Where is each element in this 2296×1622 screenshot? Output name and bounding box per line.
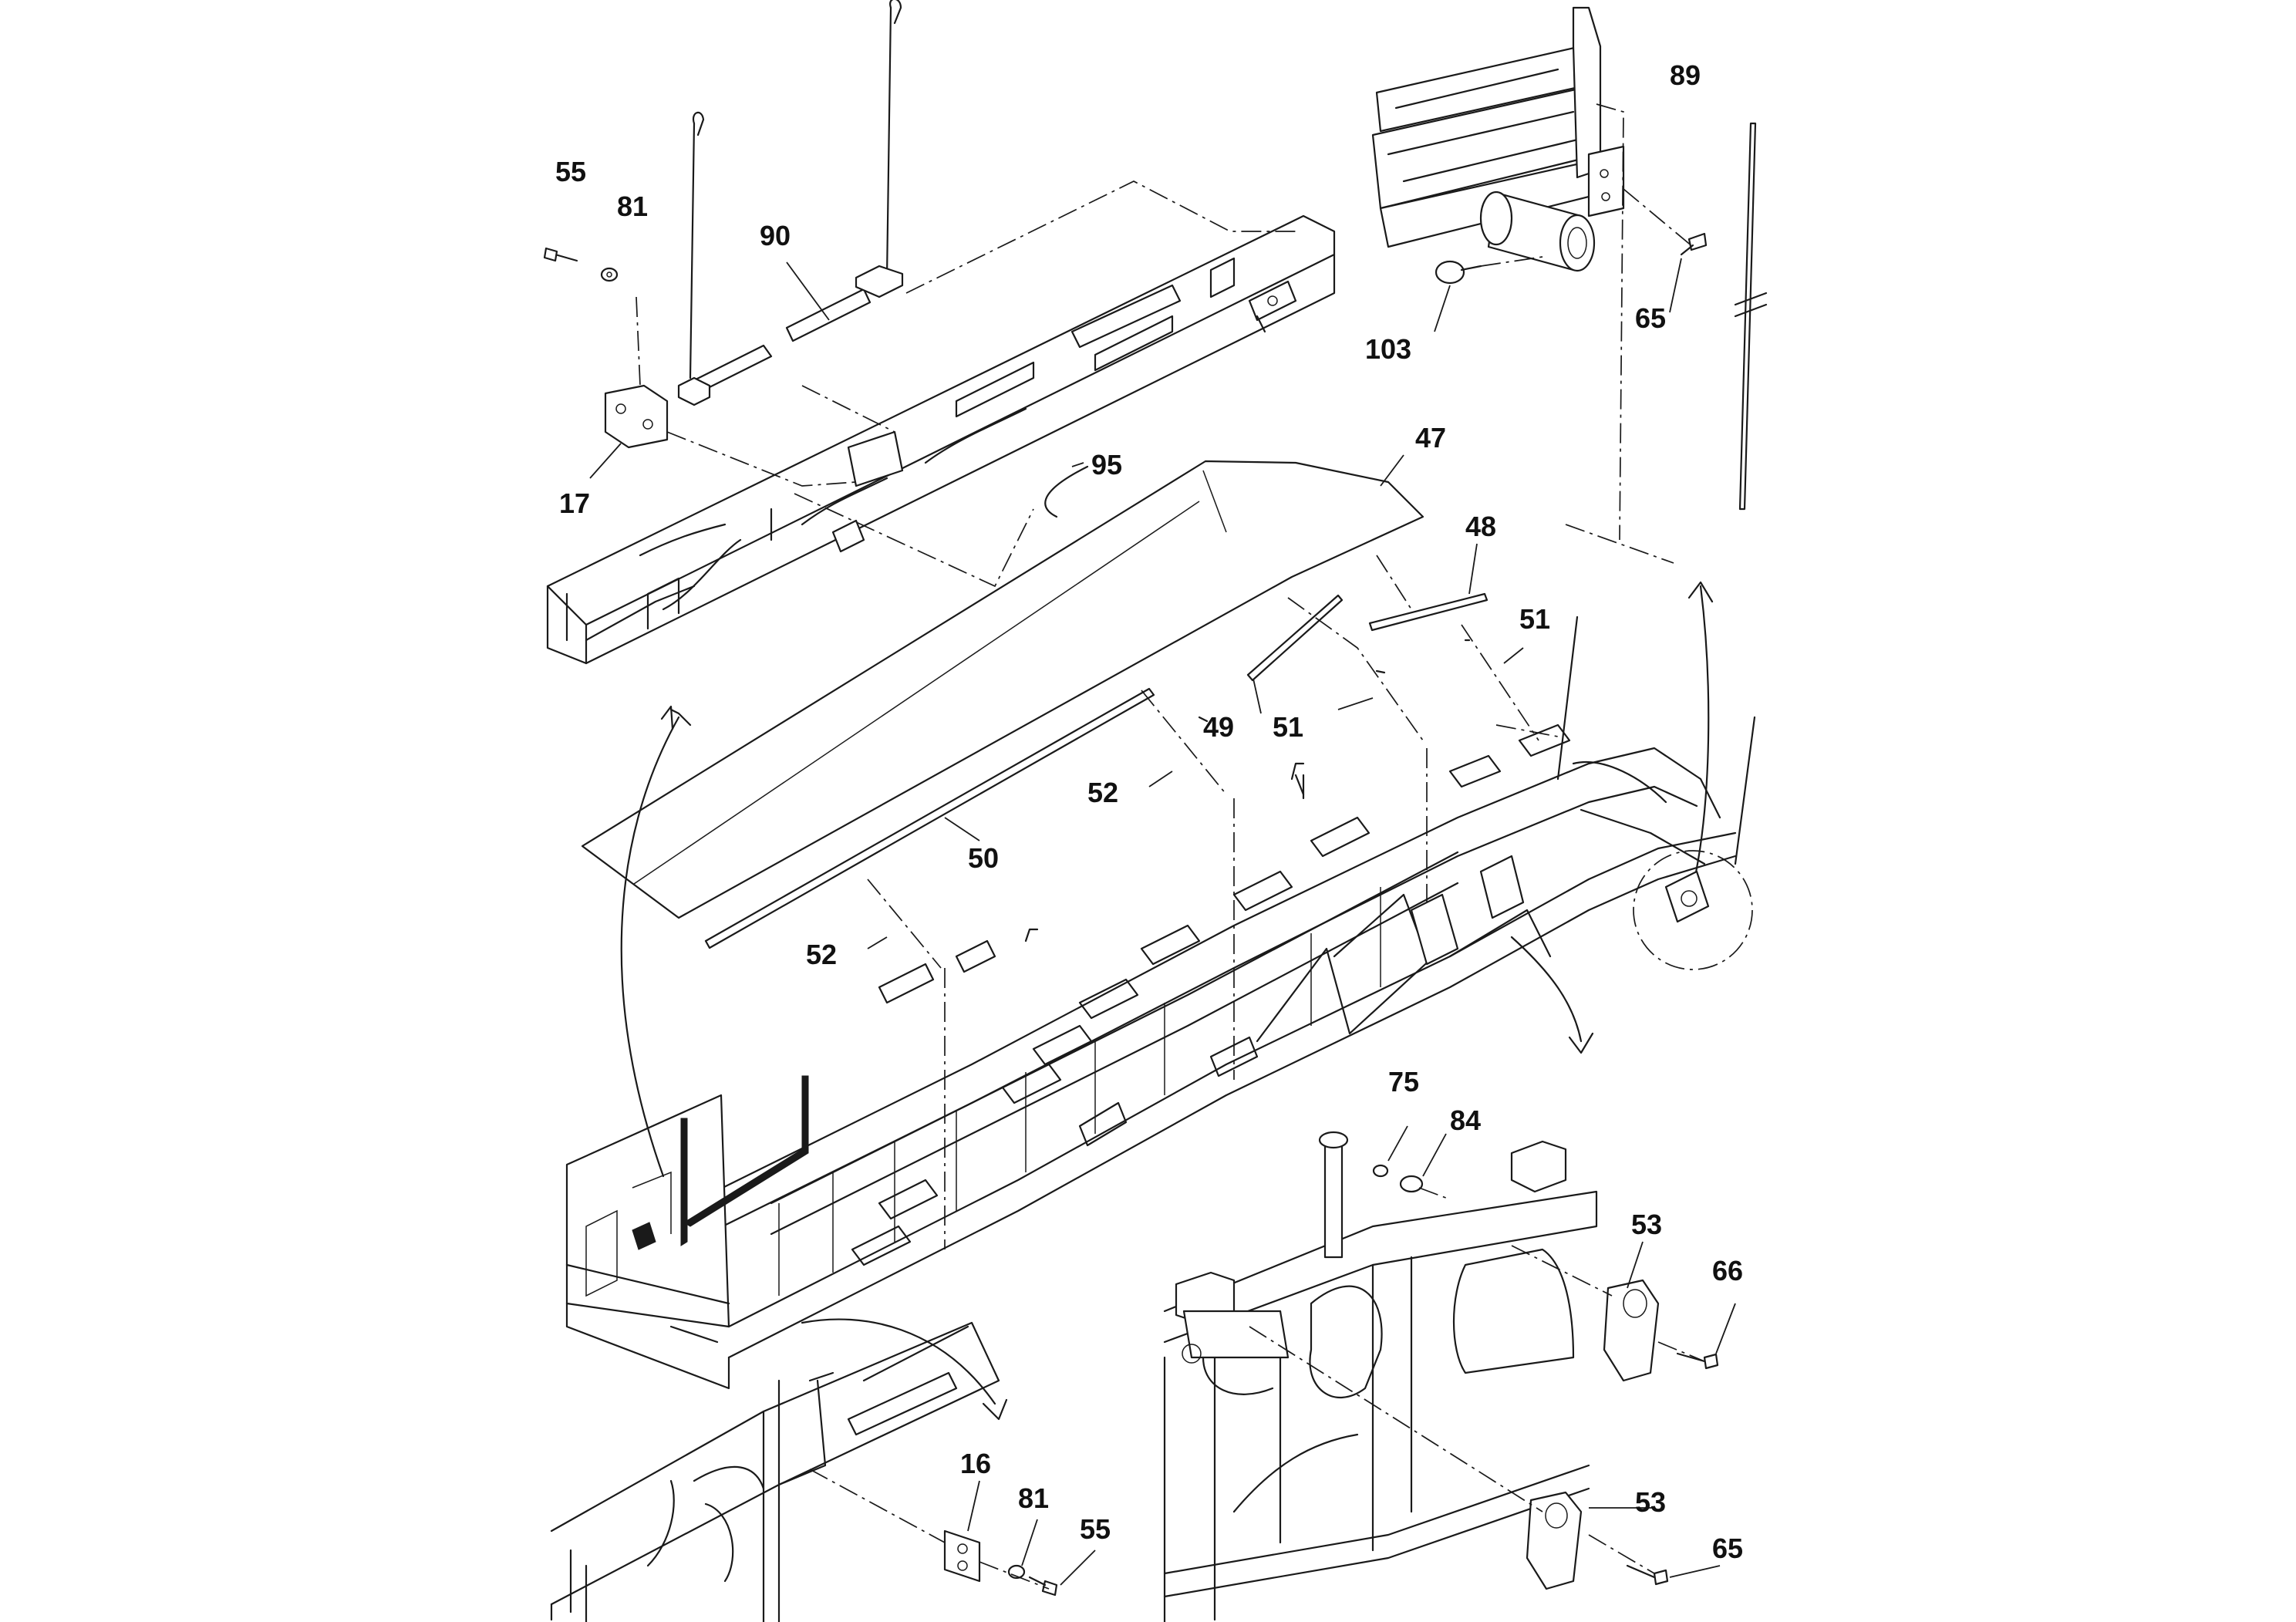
rods-48-51 bbox=[704, 592, 1489, 949]
callout-75: 75 bbox=[1388, 1066, 1419, 1098]
dashed-alignment-bottom-right bbox=[1249, 1187, 1705, 1574]
callout-65-bottom: 65 bbox=[1712, 1533, 1743, 1564]
callout-81-bottom: 81 bbox=[1018, 1482, 1049, 1514]
cross-members bbox=[851, 723, 1571, 1266]
callout-53-lower: 53 bbox=[1635, 1486, 1666, 1518]
callout-16: 16 bbox=[960, 1448, 991, 1479]
callout-55-bottom: 55 bbox=[1080, 1513, 1111, 1545]
callout-50: 50 bbox=[968, 842, 999, 874]
callout-84: 84 bbox=[1450, 1104, 1481, 1136]
callout-81-top: 81 bbox=[617, 191, 648, 222]
cover-sheet-47 bbox=[581, 460, 1424, 919]
callout-49: 49 bbox=[1203, 711, 1234, 743]
leader-lines bbox=[589, 258, 1736, 1586]
vertical-struts bbox=[778, 887, 1381, 1296]
callout-52-lower: 52 bbox=[806, 939, 837, 970]
dashed-alignment-top-left bbox=[636, 180, 1296, 588]
dashed-alignment-center bbox=[867, 555, 1559, 1249]
callout-53-upper: 53 bbox=[1631, 1209, 1662, 1240]
callout-labels: 55 81 90 17 95 103 65 89 47 48 51 49 51 … bbox=[555, 59, 1743, 1564]
callout-66: 66 bbox=[1712, 1255, 1743, 1286]
callout-47: 47 bbox=[1415, 422, 1446, 454]
callout-52-upper: 52 bbox=[1087, 777, 1118, 808]
callout-17: 17 bbox=[559, 487, 590, 519]
callout-90: 90 bbox=[760, 220, 791, 251]
callout-55-top: 55 bbox=[555, 156, 586, 187]
callout-48: 48 bbox=[1465, 511, 1496, 542]
detail-circle bbox=[1633, 850, 1753, 970]
detail-top-left-frame bbox=[543, 0, 1336, 665]
rod-89 bbox=[1734, 122, 1768, 511]
detail-bottom-right-frame bbox=[1163, 1131, 1719, 1622]
callout-89: 89 bbox=[1670, 59, 1701, 91]
callout-65-top: 65 bbox=[1635, 302, 1666, 334]
dashed-alignment-top-right bbox=[1480, 103, 1694, 564]
callout-95: 95 bbox=[1091, 449, 1122, 481]
dashed-alignment-bottom-left bbox=[809, 1469, 1050, 1590]
callout-51-mid: 51 bbox=[1273, 711, 1303, 743]
main-frame bbox=[565, 615, 1756, 1390]
callout-51-right: 51 bbox=[1519, 603, 1550, 635]
curved-arrows bbox=[620, 581, 1714, 1421]
callout-103: 103 bbox=[1365, 333, 1411, 365]
detail-top-right-bearing bbox=[1371, 6, 1708, 285]
